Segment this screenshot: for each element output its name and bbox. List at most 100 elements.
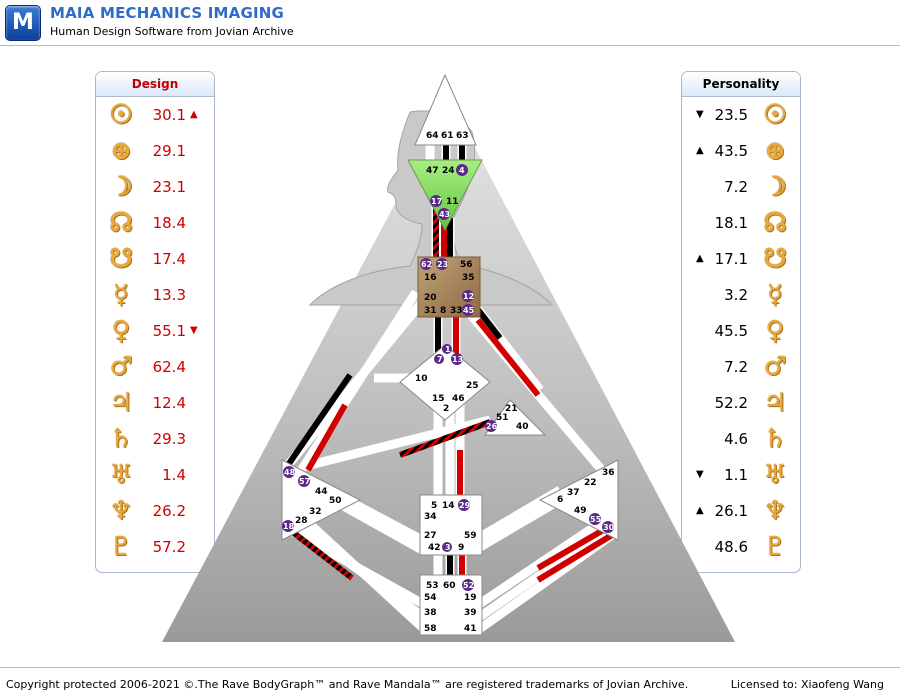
personality-row: ☋17.1▲ xyxy=(682,241,800,277)
design-value: 23.1 xyxy=(152,178,186,196)
gate-18: 18 xyxy=(283,522,295,531)
app-header: M MAIA MECHANICS IMAGING Human Design So… xyxy=(0,0,900,46)
design-row: ⊕ 29.1 xyxy=(96,133,214,169)
app-logo-icon: M xyxy=(5,5,41,41)
personality-value: 17.1 xyxy=(714,250,748,268)
gate-59: 59 xyxy=(464,531,477,541)
personality-row: ♇48.6 xyxy=(682,529,800,565)
app-subtitle: Human Design Software from Jovian Archiv… xyxy=(50,25,294,38)
personality-value: 18.1 xyxy=(714,214,748,232)
uranus-icon: ♅ xyxy=(109,460,133,490)
north-node-icon: ☊ xyxy=(109,208,133,238)
personality-value: 26.1 xyxy=(714,502,748,520)
gate-43-marker xyxy=(438,208,450,220)
neptune-icon: ♆ xyxy=(763,496,787,526)
gate-53: 53 xyxy=(426,581,439,591)
north-node-icon: ☊ xyxy=(763,208,787,238)
gate-8: 8 xyxy=(440,306,446,316)
personality-row: ☊ 18.1 xyxy=(682,205,800,241)
jupiter-icon: ♃ xyxy=(109,388,133,418)
gate-35: 35 xyxy=(462,273,475,283)
app-footer: Copyright protected 2006-2021 ©.The Rave… xyxy=(0,667,900,700)
design-value: 30.1 xyxy=(152,106,186,124)
gate-33: 33 xyxy=(450,306,463,316)
design-row: ♆ 26.2 xyxy=(96,493,214,529)
gate-17-marker xyxy=(430,195,442,207)
gate-63: 63 xyxy=(456,131,469,141)
pluto-icon: ♇ xyxy=(109,532,133,562)
app-title: MAIA MECHANICS IMAGING xyxy=(50,4,285,22)
personality-row: ⊕43.5▲ xyxy=(682,133,800,169)
license-info: Licensed to: Xiaofeng Wang xyxy=(730,678,884,691)
gate-13: 13 xyxy=(452,355,463,364)
gate-52: 52 xyxy=(463,581,474,590)
gate-45: 45 xyxy=(463,306,475,315)
gate-61: 61 xyxy=(441,131,454,141)
design-value: 12.4 xyxy=(152,394,186,412)
gate-27: 27 xyxy=(424,531,437,541)
gate-13-marker xyxy=(451,353,463,365)
gate-24: 24 xyxy=(442,166,455,176)
gate-38: 38 xyxy=(424,608,437,618)
design-value: 29.1 xyxy=(152,142,186,160)
gate-15: 15 xyxy=(432,394,445,404)
design-row: ☿13.3 xyxy=(96,277,214,313)
gate-55: 55 xyxy=(590,515,602,524)
gate-43: 43 xyxy=(439,210,450,219)
design-arrow-icon: ▼ xyxy=(190,325,198,336)
venus-icon: ♀ xyxy=(111,316,131,346)
gate-23: 23 xyxy=(437,260,448,269)
personality-arrow-icon: ▲ xyxy=(696,145,704,156)
personality-value: 4.6 xyxy=(724,430,748,448)
design-row: ☉30.1▲ xyxy=(96,97,214,133)
gate-30-marker xyxy=(602,521,614,533)
design-value: 55.1 xyxy=(152,322,186,340)
personality-panel: Personality ☉23.5▼⊕43.5▲☽7.2☊18.1☋17.1▲☿… xyxy=(681,71,801,573)
gate-41: 41 xyxy=(464,624,477,634)
design-row: ♇ 57.2 xyxy=(96,529,214,565)
neptune-icon: ♆ xyxy=(109,496,133,526)
design-row: ♄29.3 xyxy=(96,421,214,457)
design-row: ♂62.4 xyxy=(96,349,214,385)
saturn-icon: ♄ xyxy=(763,424,787,454)
personality-row: ☽7.2 xyxy=(682,169,800,205)
head-center xyxy=(414,73,477,146)
earth-icon: ⊕ xyxy=(110,136,132,166)
sun-icon: ☉ xyxy=(109,100,133,130)
pluto-icon: ♇ xyxy=(763,532,787,562)
gate-11: 11 xyxy=(446,197,459,207)
app-logo-letter: M xyxy=(12,10,34,35)
gate-7: 7 xyxy=(437,355,443,364)
gate-49: 49 xyxy=(574,506,587,516)
gate-26-marker xyxy=(485,420,497,432)
design-row: ♀ 55.1 ▼ xyxy=(96,313,214,349)
heart-center xyxy=(484,399,547,436)
personality-row: ♅1.1▼ xyxy=(682,457,800,493)
gate-62-marker xyxy=(420,258,432,270)
moon-icon: ☽ xyxy=(109,172,133,202)
gate-57-marker xyxy=(298,475,310,487)
personality-row: ♄ 4.6 xyxy=(682,421,800,457)
gate-40: 40 xyxy=(516,422,529,432)
gate-56: 56 xyxy=(460,260,473,270)
gate-1-marker xyxy=(442,344,452,354)
design-value: 57.2 xyxy=(152,538,186,556)
gate-18-marker xyxy=(282,520,294,532)
gate-52-marker xyxy=(462,579,474,591)
gate-1: 1 xyxy=(445,345,451,354)
gate-51: 51 xyxy=(496,413,509,423)
gate-48-marker xyxy=(283,466,295,478)
gate-10: 10 xyxy=(415,374,428,384)
gate-14: 14 xyxy=(442,501,455,511)
gate-57: 57 xyxy=(299,477,310,486)
gate-25: 25 xyxy=(466,381,479,391)
gate-3: 3 xyxy=(445,543,451,552)
design-panel: Design ☉30.1▲⊕29.1☽23.1☊18.4☋17.4☿13.3♀5… xyxy=(95,71,215,573)
sun-icon: ☉ xyxy=(763,100,787,130)
design-value: 26.2 xyxy=(152,502,186,520)
gate-29: 29 xyxy=(459,501,471,510)
mercury-icon: ☿ xyxy=(113,280,129,310)
design-row: ♅1.4 xyxy=(96,457,214,493)
mars-icon: ♂ xyxy=(763,352,787,382)
gate-29-marker xyxy=(458,499,470,511)
